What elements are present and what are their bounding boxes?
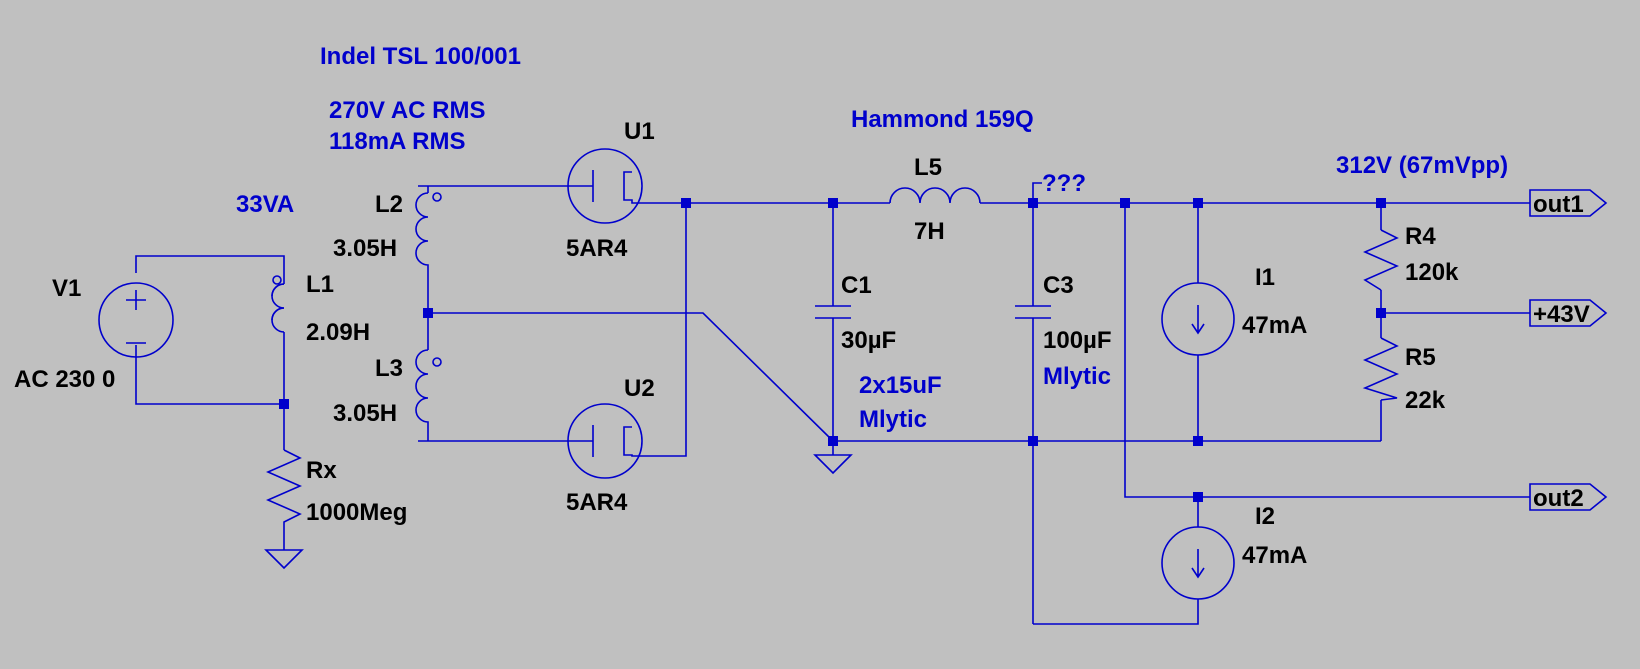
resistor-rx [266, 449, 302, 530]
port-out1 [1529, 189, 1608, 217]
i2-ref: I2 [1255, 503, 1275, 530]
note-c1-2: Mlytic [859, 406, 927, 433]
c3-ref: C3 [1043, 272, 1074, 299]
note-va: 33VA [236, 191, 294, 218]
note-c1-1: 2x15uF [859, 372, 942, 399]
port-out2 [1529, 483, 1608, 511]
r4-ref: R4 [1405, 223, 1436, 250]
rx-value: 1000Meg [306, 499, 407, 526]
u1-value: 5AR4 [566, 235, 628, 262]
u2-value: 5AR4 [566, 489, 628, 516]
l2-value: 3.05H [333, 235, 397, 262]
tube-u2 [567, 403, 643, 479]
inductor-l5 [889, 187, 981, 204]
note-c3: Mlytic [1043, 363, 1111, 390]
resistor-r5 [1362, 337, 1399, 401]
port-out2-label: out2 [1533, 485, 1584, 512]
wires [135, 182, 1530, 625]
note-transformer: Indel TSL 100/001 [320, 43, 521, 70]
c1-value: 30µF [841, 327, 896, 354]
l1-value: 2.09H [306, 319, 370, 346]
inductor-l2 [415, 192, 442, 270]
l3-ref: L3 [375, 355, 403, 382]
i2-value: 47mA [1242, 542, 1307, 569]
u1-ref: U1 [624, 118, 655, 145]
rx-ref: Rx [306, 457, 337, 484]
r4-value: 120k [1405, 259, 1459, 286]
u2-ref: U2 [624, 375, 655, 402]
l5-ref: L5 [914, 154, 942, 181]
v1-value: AC 230 0 [14, 366, 115, 393]
c3-value: 100µF [1043, 327, 1112, 354]
junctions [279, 198, 1386, 502]
c1-ref: C1 [841, 272, 872, 299]
resistor-r4 [1363, 229, 1399, 291]
note-voltage: 270V AC RMS [329, 97, 486, 124]
port-plus43-label: +43V [1533, 301, 1590, 328]
capacitor-c1 [815, 305, 851, 319]
port-out1-label: out1 [1533, 191, 1584, 218]
capacitor-c3 [1015, 305, 1051, 319]
l3-value: 3.05H [333, 400, 397, 427]
l2-ref: L2 [375, 191, 403, 218]
tube-u1 [567, 148, 643, 224]
l1-ref: L1 [306, 271, 334, 298]
i1-value: 47mA [1242, 312, 1307, 339]
ground-c1 [813, 454, 853, 475]
l5-value: 7H [914, 218, 945, 245]
note-unknown: ??? [1042, 170, 1086, 197]
voltage-source-v1 [98, 282, 174, 358]
note-output: 312V (67mVpp) [1336, 152, 1508, 179]
port-plus43 [1529, 299, 1608, 327]
inductor-l3 [415, 349, 442, 433]
current-source-i1 [1161, 282, 1235, 356]
current-source-i2 [1161, 526, 1235, 600]
r5-value: 22k [1405, 387, 1446, 414]
ground-rx [264, 549, 304, 570]
inductor-l1 [271, 270, 285, 340]
note-choke: Hammond 159Q [851, 106, 1034, 133]
r5-ref: R5 [1405, 344, 1436, 371]
v1-ref: V1 [52, 275, 81, 302]
i1-ref: I1 [1255, 264, 1275, 291]
note-current: 118mA RMS [329, 128, 466, 155]
